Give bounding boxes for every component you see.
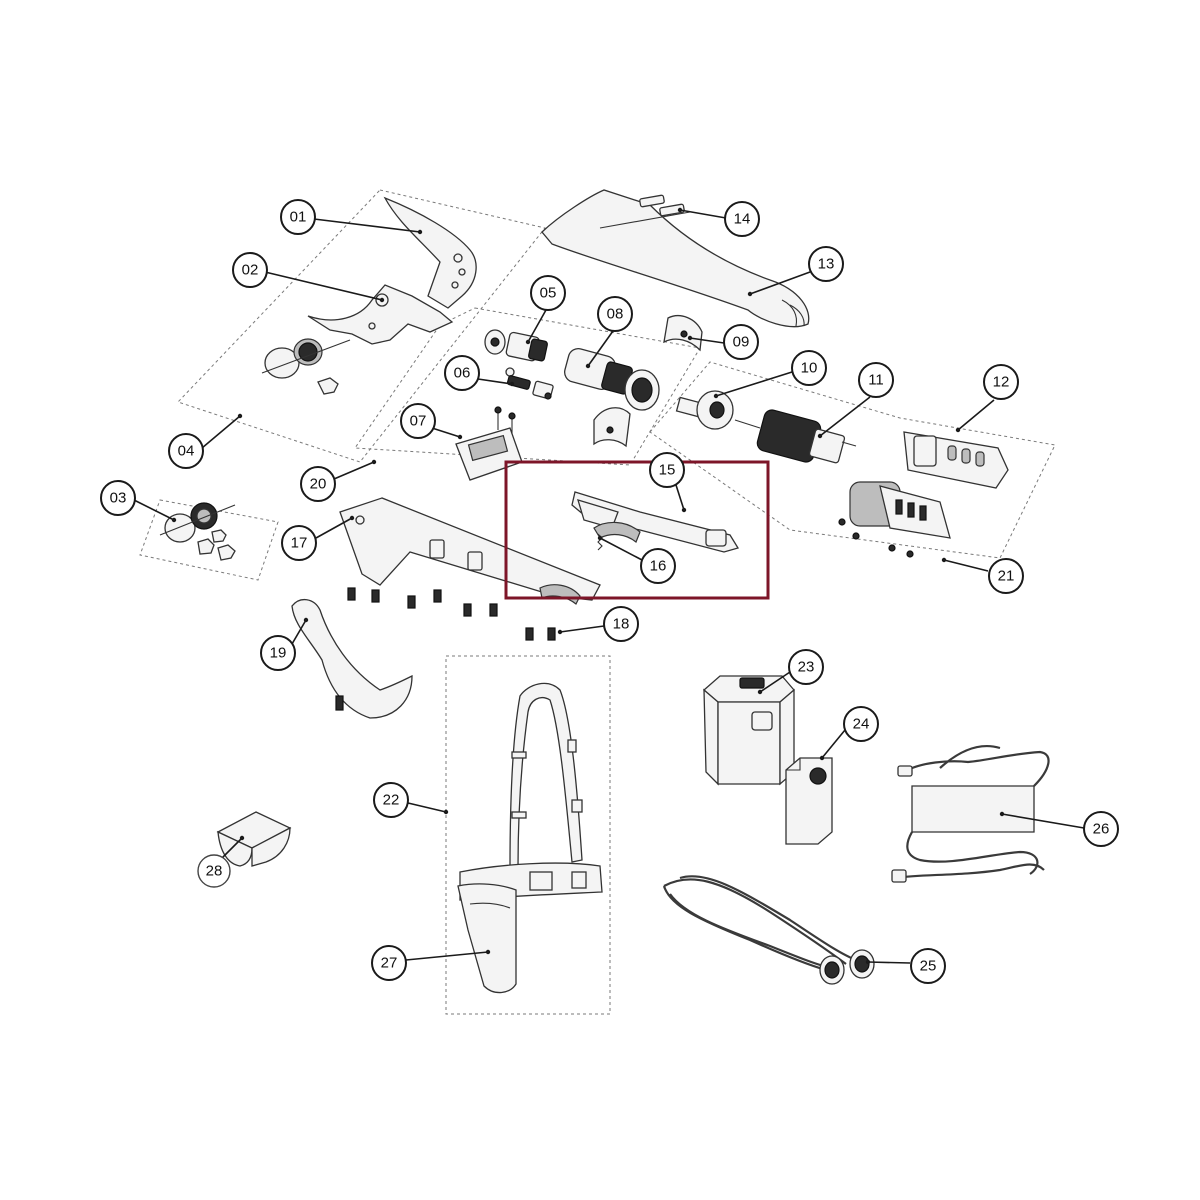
callout-11-label: 11	[868, 372, 884, 389]
callout-15: 15	[649, 452, 685, 488]
callout-08-label: 08	[607, 306, 624, 323]
part-03-gear-assembly	[159, 502, 236, 561]
group-box-21	[649, 361, 1056, 559]
callout-23-label: 23	[798, 659, 815, 676]
part-02-pivot-assembly	[261, 338, 351, 395]
callout-06: 06	[444, 355, 480, 391]
callout-19-label: 19	[270, 645, 287, 662]
part-12-housing-top	[903, 431, 1009, 489]
part-07-bracket	[455, 406, 523, 481]
callout-24: 24	[843, 706, 879, 742]
callout-09-label: 09	[733, 334, 750, 351]
callout-23: 23	[788, 649, 824, 685]
part-22-harness	[459, 682, 603, 901]
part-15-trigger-assembly	[571, 491, 740, 553]
group-box-03	[139, 499, 279, 581]
part-27-holster	[457, 883, 517, 994]
part-21-housing-bottom	[838, 481, 951, 558]
callout-26: 26	[1083, 811, 1119, 847]
part-19-guard	[291, 599, 413, 719]
callout-20: 20	[300, 466, 336, 502]
callout-17: 17	[281, 525, 317, 561]
part-13-handle-cover	[541, 189, 810, 328]
callout-04-label: 04	[178, 443, 195, 460]
callout-18-label: 18	[613, 616, 630, 633]
part-17-body-frame	[339, 497, 601, 605]
part-05-connecting-rod	[484, 329, 548, 377]
callout-07-label: 07	[410, 413, 427, 430]
group-box-04	[177, 189, 546, 463]
callout-24-label: 24	[853, 716, 870, 733]
callout-17-label: 17	[291, 535, 308, 552]
callout-27-label: 27	[381, 955, 398, 972]
callout-01-label: 01	[290, 209, 307, 226]
part-09-shell-clamp	[593, 315, 703, 448]
callout-13: 13	[808, 246, 844, 282]
callout-10: 10	[791, 350, 827, 386]
group-box-22	[445, 655, 611, 1015]
callout-02-label: 02	[242, 262, 259, 279]
callout-16-label: 16	[650, 558, 667, 575]
callout-15-label: 15	[659, 462, 676, 479]
callout-12-label: 12	[993, 374, 1010, 391]
callout-05: 05	[530, 275, 566, 311]
callout-22-label: 22	[383, 792, 400, 809]
callout-08: 08	[597, 296, 633, 332]
callout-11: 11	[858, 362, 894, 398]
callout-13-label: 13	[818, 256, 835, 273]
callout-18: 18	[603, 606, 639, 642]
callout-14: 14	[724, 201, 760, 237]
part-14-screws	[639, 194, 685, 217]
callout-16: 16	[640, 548, 676, 584]
callout-09: 09	[723, 324, 759, 360]
part-26-charger	[891, 744, 1050, 883]
part-18-screws	[347, 587, 556, 641]
part-06-sensor	[506, 375, 554, 400]
callout-27: 27	[371, 945, 407, 981]
part-08-gearbox	[564, 347, 660, 411]
part-28-pouch	[216, 811, 292, 867]
callout-03-label: 03	[110, 490, 127, 507]
callout-05-label: 05	[540, 285, 557, 302]
part-25-cable	[662, 875, 875, 985]
callout-20-label: 20	[310, 476, 327, 493]
callout-22: 22	[373, 782, 409, 818]
callout-03: 03	[100, 480, 136, 516]
callout-02: 02	[232, 252, 268, 288]
callout-21: 21	[988, 558, 1024, 594]
callout-25-label: 25	[920, 958, 937, 975]
callout-26-label: 26	[1093, 821, 1110, 838]
callout-28-label: 28	[206, 863, 223, 880]
highlight-box-15-16	[504, 460, 770, 600]
callout-28: 28	[197, 854, 231, 888]
callout-21-label: 21	[998, 568, 1015, 585]
part-01-blade	[383, 196, 477, 309]
leader-lines	[133, 207, 1085, 965]
callout-10-label: 10	[801, 360, 818, 377]
callout-14-label: 14	[734, 211, 751, 228]
callout-04: 04	[168, 433, 204, 469]
callout-06-label: 06	[454, 365, 471, 382]
callout-01: 01	[280, 199, 316, 235]
part-10-coupler	[675, 390, 734, 430]
part-11-motor	[734, 409, 857, 464]
callout-12: 12	[983, 364, 1019, 400]
callout-07: 07	[400, 403, 436, 439]
callout-19: 19	[260, 635, 296, 671]
part-23-battery	[703, 675, 795, 786]
part-24-small-battery	[785, 757, 833, 845]
callout-25: 25	[910, 948, 946, 984]
